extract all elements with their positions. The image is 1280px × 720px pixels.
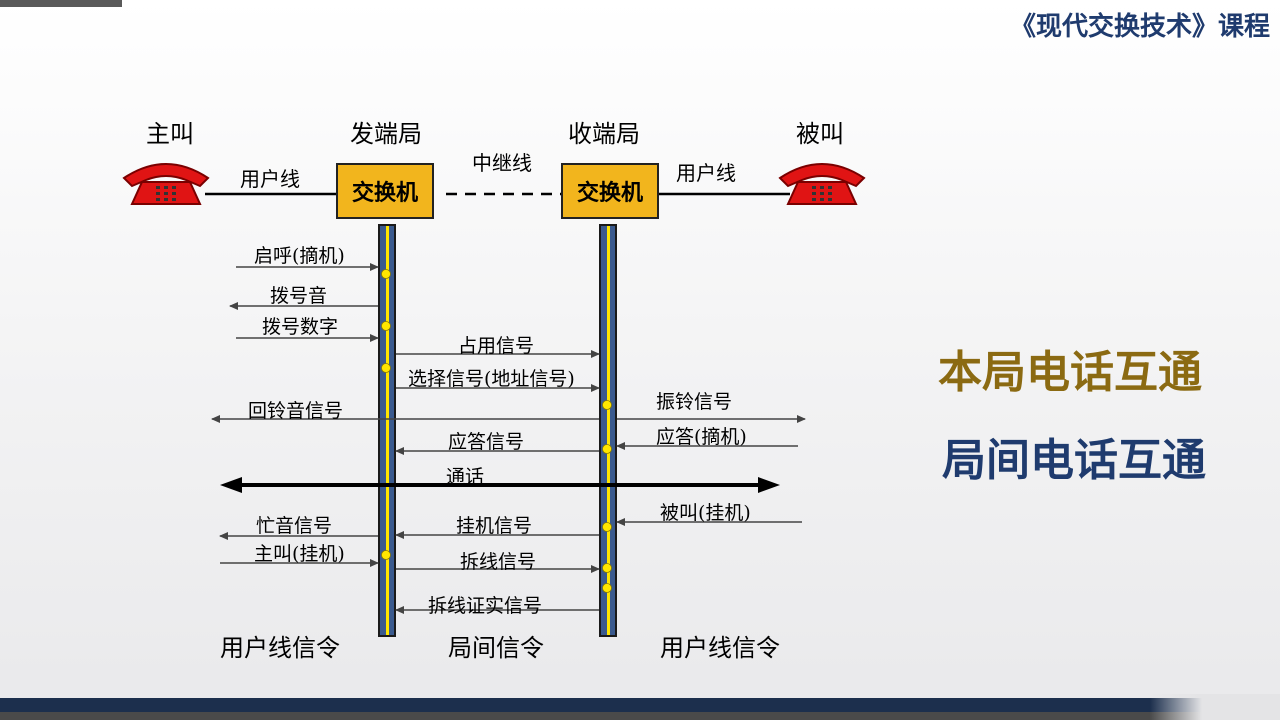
origin-office-label: 发端局 [350,120,422,148]
subscriber-line-right-label: 用户线 [676,161,736,185]
msg-caller-onhook: 主叫(挂机) [254,543,345,565]
callee-label: 被叫 [796,120,844,148]
msg-clear-back: 挂机信号 [456,515,533,537]
section-left-label: 用户线信令 [220,634,340,662]
msg-address: 选择信号(地址信号) [408,368,575,390]
corner-accent-bar [0,0,122,7]
footer-corner-fade [1150,694,1280,720]
footer-strip [0,712,1280,720]
caller-label: 主叫 [146,120,194,148]
caller-telephone-icon [122,163,210,205]
course-title: 《现代交换技术》课程 [1009,12,1270,42]
msg-busy-tone: 忙音信号 [256,515,333,537]
local-call-title: 本局电话互通 [938,347,1202,398]
section-middle-label: 局间信令 [448,634,544,662]
msg-seize: 占用信号 [458,335,535,357]
callee-telephone-icon [778,163,866,205]
dest-office-timeline [599,224,617,637]
msg-answer-signal: 应答信号 [448,431,525,453]
section-right-label: 用户线信令 [660,634,780,662]
msg-offhook: 启呼(摘机) [254,245,345,267]
msg-callee-onhook: 被叫(挂机) [660,502,751,524]
inter-office-call-title: 局间电话互通 [942,435,1206,486]
origin-switch: 交换机 [336,163,434,219]
subscriber-line-left-label: 用户线 [240,167,300,191]
msg-dial-digits: 拨号数字 [262,316,339,338]
msg-talk: 通话 [446,466,485,488]
msg-ringing: 振铃信号 [656,391,733,413]
msg-release-guard: 拆线证实信号 [428,595,543,617]
msg-answer-offhook: 应答(摘机) [656,426,747,448]
dest-office-label: 收端局 [568,120,640,148]
msg-ringback: 回铃音信号 [248,400,344,422]
dest-switch: 交换机 [561,163,659,219]
trunk-line-label: 中继线 [472,151,532,175]
msg-dial-tone: 拨号音 [270,285,328,307]
msg-clear-forward: 拆线信号 [460,551,537,573]
